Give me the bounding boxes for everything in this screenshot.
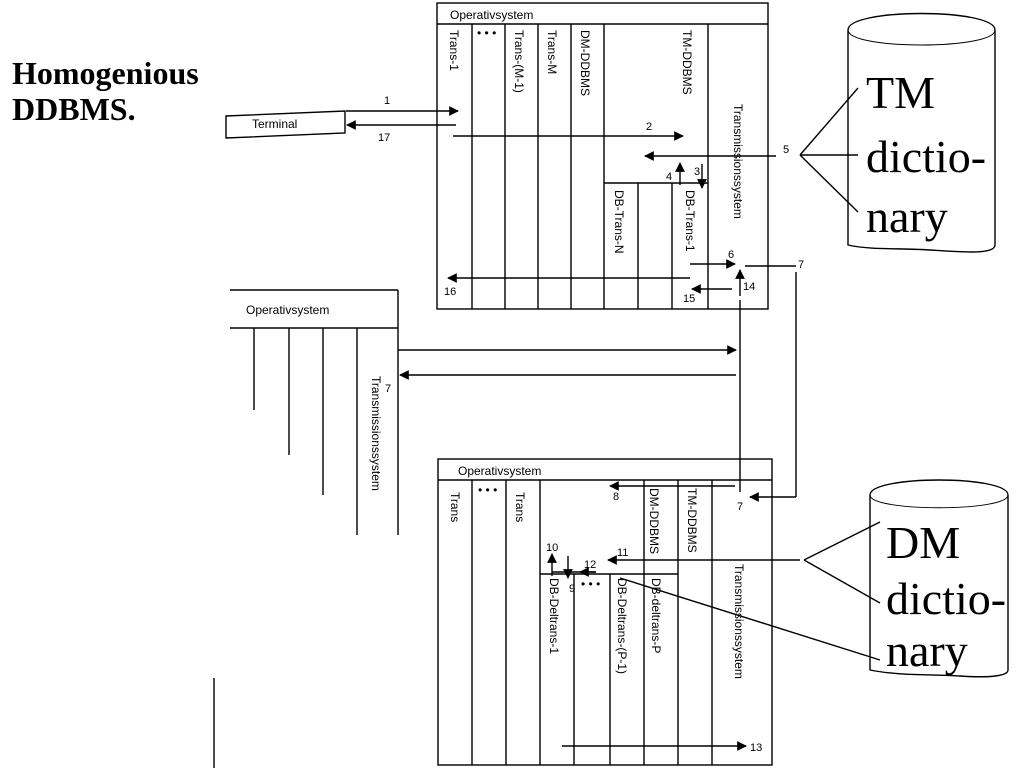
site-1-db-trans-1: DB-Trans-1 [683, 190, 697, 252]
site-1-col-tm-ddbms: TM-DDBMS [680, 30, 694, 95]
step-7-site-3: 7 [737, 501, 743, 513]
title-line-2: DDBMS. [12, 91, 136, 127]
tm-dictionary-line-3: nary [866, 191, 948, 242]
site-3-col-trans-2: Trans [513, 492, 527, 522]
step-6: 6 [728, 249, 734, 261]
step-1: 1 [384, 95, 390, 107]
step-13: 13 [750, 742, 762, 754]
site-2-os-label: Operativsystem [246, 303, 329, 317]
site-3: Operativsystem Trans • • • Trans DM-DDBM… [437, 458, 773, 766]
step-7-site-2: 7 [385, 383, 391, 395]
step-10: 10 [546, 542, 558, 554]
step-17: 17 [378, 132, 390, 144]
site-2-transmission-label: Transmissionssystem [369, 376, 383, 491]
slide-title: Homogenious DDBMS. [12, 55, 199, 127]
step-14: 14 [743, 281, 755, 293]
step-15: 15 [683, 293, 695, 305]
site-3-col-ellipsis: • • • [478, 483, 497, 497]
tm-dictionary-line-1: TM [866, 67, 935, 118]
step-8: 8 [613, 491, 619, 503]
site-1-col-trans-1: Trans-1 [447, 30, 461, 71]
step-3: 3 [694, 166, 700, 178]
step-16: 16 [444, 286, 456, 298]
site-1-transmission-label: Transmissionssystem [731, 104, 745, 219]
site-3-transmission-label: Transmissionssystem [732, 564, 746, 679]
step-5: 5 [783, 144, 789, 156]
site-1-col-trans-m-1: Trans-(M-1) [512, 30, 526, 93]
title-line-1: Homogenious [12, 55, 199, 91]
step-12: 12 [584, 559, 596, 571]
terminal: Terminal [225, 110, 346, 139]
step-11: 11 [617, 547, 628, 559]
site-1-db-trans-n: DB-Trans-N [612, 190, 626, 254]
site-3-col-tm-ddbms: TM-DDBMS [685, 488, 699, 553]
step-9: 9 [569, 583, 575, 595]
tm-dictionary-line-2: dictio- [866, 131, 986, 182]
site-3-db-deltrans-p-1: DB-Deltrans-(P-1) [615, 578, 629, 674]
dm-dictionary-line-1: DM [886, 517, 960, 568]
site-3-frame [437, 458, 773, 766]
terminal-label: Terminal [252, 117, 297, 131]
site-3-col-trans: Trans [448, 492, 462, 522]
site-3-arrows: 8 7 11 10 9 12 13 [546, 481, 800, 754]
site-2: Operativsystem Transmissionssystem 7 [230, 289, 737, 535]
step-7-site-1: 7 [798, 259, 804, 271]
tm-dictionary: TM dictio- nary [799, 12, 996, 253]
site-1-col-ellipsis: • • • [477, 26, 496, 40]
site-1-col-dm-ddbms: DM-DDBMS [578, 30, 592, 96]
inter-site-links: 7 [739, 259, 804, 502]
site-1-os-label: Operativsystem [450, 8, 533, 22]
dm-dictionary-line-3: nary [886, 625, 968, 676]
site-1-arrows: 1 17 2 5 4 3 6 14 15 16 [346, 95, 789, 305]
dm-dictionary-line-2: dictio- [886, 573, 1006, 624]
site-3-col-dm-ddbms: DM-DDBMS [647, 488, 661, 554]
site-3-db-deltrans-1: DB-Deltrans-1 [547, 578, 561, 654]
site-3-db-deltrans-ellipsis: • • • [581, 577, 600, 591]
tm-dictionary-cylinder [847, 12, 996, 253]
site-3-db-deltrans-p: DB-deltrans-P [649, 578, 663, 653]
step-2: 2 [646, 121, 652, 133]
dm-dictionary-cylinder [869, 479, 1009, 678]
site-3-os-label: Operativsystem [458, 464, 541, 478]
terminal-shape [225, 110, 346, 139]
site-1: Operativsystem Trans-1 • • • Trans-(M-1)… [436, 2, 769, 310]
step-4: 4 [666, 171, 672, 183]
dm-dictionary: DM dictio- nary [619, 479, 1009, 678]
site-1-col-trans-m: Trans-M [545, 30, 559, 74]
